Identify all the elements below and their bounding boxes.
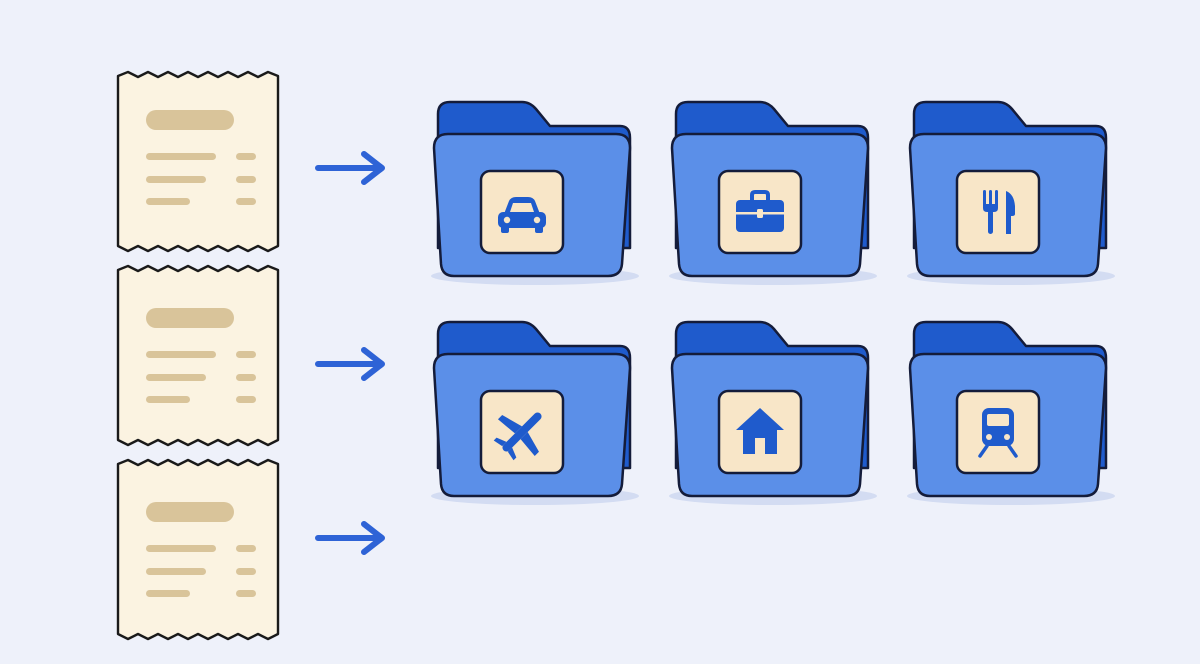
arrow-right-icon <box>312 148 392 188</box>
receipt-1 <box>112 70 284 254</box>
receipt-3 <box>112 458 284 642</box>
train-icon <box>955 389 1041 475</box>
folder-housing <box>668 318 878 508</box>
folder-travel <box>430 318 640 508</box>
arrow-right-icon <box>312 518 392 558</box>
house-icon <box>717 389 803 475</box>
arrow-right-icon <box>312 344 392 384</box>
airplane-icon <box>479 389 565 475</box>
folder-transit <box>906 318 1116 508</box>
receipt-2 <box>112 264 284 448</box>
folder-car <box>430 98 640 288</box>
folder-food <box>906 98 1116 288</box>
fork-knife-icon <box>955 169 1041 255</box>
folder-business <box>668 98 878 288</box>
briefcase-icon <box>717 169 803 255</box>
car-icon <box>479 169 565 255</box>
